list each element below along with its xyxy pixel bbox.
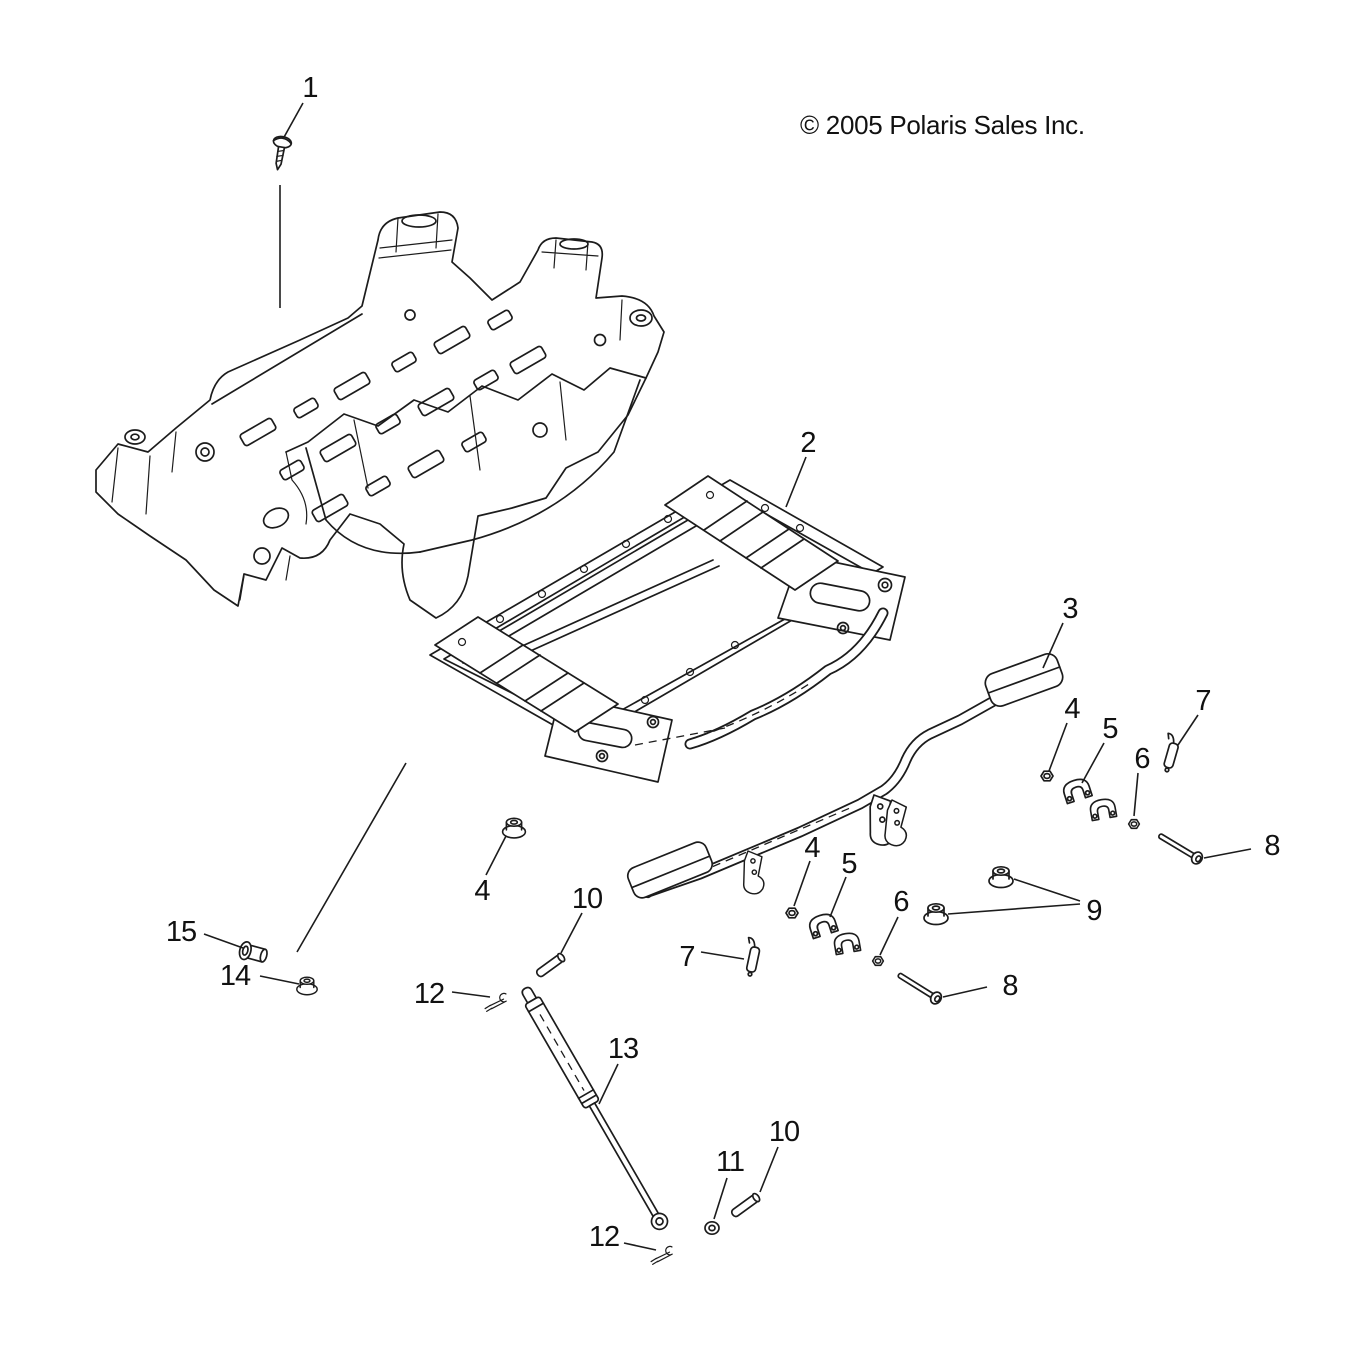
nut-part-4 <box>501 817 527 839</box>
callout-7b: 7 <box>679 941 694 973</box>
box-floor-slots <box>239 309 547 523</box>
leader-line-12b <box>623 1242 657 1251</box>
callout-5: 5 <box>1102 713 1117 745</box>
latch-pin-part-7 <box>1157 732 1182 774</box>
leader-line-1 <box>282 102 304 140</box>
callout-1: 1 <box>302 72 317 104</box>
support-bar-hook-bracket <box>740 850 768 896</box>
box-wall-line <box>419 379 641 553</box>
leader-line-6 <box>1133 772 1139 817</box>
frame-assembly <box>429 475 906 783</box>
callout-9: 9 <box>1086 895 1101 927</box>
leader-line-15 <box>203 933 244 949</box>
leader-line-9 <box>947 903 1081 915</box>
callout-4: 4 <box>1064 693 1080 725</box>
callout-10: 10 <box>572 883 602 915</box>
callout-8: 8 <box>1264 830 1279 862</box>
box-left-corner <box>111 429 177 515</box>
mount-leader-line-14-15 <box>296 762 407 953</box>
gas-spring-part-13 <box>521 986 669 1231</box>
hardware <box>238 135 1206 1269</box>
callout-5b: 5 <box>841 848 856 880</box>
leader-line-8 <box>1203 848 1252 859</box>
leader-line-4b <box>793 860 811 907</box>
clamp-part-5 <box>1088 796 1118 822</box>
callout-10b: 10 <box>769 1116 799 1148</box>
callout-4c: 4 <box>474 875 490 907</box>
leader-line-6b <box>879 916 899 956</box>
leader-line-10b <box>759 1146 779 1193</box>
latch-pin-part-7 <box>739 936 763 978</box>
bushing-part-15 <box>238 941 268 963</box>
box-inner-rim <box>211 313 363 405</box>
frame-rail-hidden-line <box>634 681 813 746</box>
frame-ladder-rear <box>664 475 839 591</box>
leader-line-5b <box>829 876 847 918</box>
callout-14: 14 <box>220 960 251 992</box>
leader-lines <box>203 102 1252 1251</box>
callout-6b: 6 <box>893 886 908 918</box>
box-wall-line <box>305 447 421 555</box>
frame-rim-holes <box>457 490 805 705</box>
flange-nut-part-9 <box>988 865 1014 889</box>
callout-3: 3 <box>1062 593 1077 625</box>
cotter-pin-part-12 <box>484 989 509 1016</box>
box-silhouette <box>95 211 665 619</box>
clamp-part-5 <box>806 910 839 940</box>
leader-line-10 <box>560 912 583 954</box>
leader-line-9 <box>1013 878 1081 902</box>
nut-part-14 <box>296 976 318 996</box>
callout-11: 11 <box>716 1146 744 1178</box>
box-back-post-right <box>541 238 599 271</box>
frame-ladder-front <box>434 616 619 733</box>
callout-12b: 12 <box>589 1221 619 1253</box>
callout-labels: 1 2 3 4 5 6 7 8 9 4 5 6 7 8 4 10 13 15 1… <box>166 72 1281 1253</box>
pin-part-10 <box>729 1191 762 1220</box>
callout-7: 7 <box>1195 685 1210 717</box>
leader-line-5 <box>1081 742 1105 784</box>
callout-12: 12 <box>414 978 444 1010</box>
nut-part-4 <box>1040 770 1054 782</box>
callout-13: 13 <box>608 1033 638 1065</box>
nut-part-6 <box>871 955 885 967</box>
screw-part-1 <box>272 135 293 171</box>
callout-15: 15 <box>166 916 196 948</box>
box-front-rim <box>285 367 647 453</box>
leader-line-3 <box>1042 622 1064 669</box>
nut-part-4 <box>785 907 799 919</box>
leader-line-4 <box>1048 722 1068 772</box>
box-back-post-left <box>378 213 453 259</box>
flange-nut-part-9 <box>923 902 949 926</box>
bolt-part-8 <box>1155 829 1206 867</box>
leader-line-11 <box>713 1177 728 1220</box>
leader-line-4c <box>485 835 507 876</box>
leader-line-2 <box>785 456 807 508</box>
callout-8b: 8 <box>1002 970 1017 1002</box>
cargo-box-bottom <box>95 211 665 619</box>
bolt-part-8 <box>894 968 945 1007</box>
callout-6: 6 <box>1134 743 1149 775</box>
box-floor-holes <box>195 309 607 565</box>
callout-4b: 4 <box>804 832 820 864</box>
leader-line-13 <box>598 1063 619 1105</box>
nut-part-6 <box>1127 818 1141 830</box>
washer-part-11 <box>704 1220 720 1236</box>
clamp-part-5 <box>832 930 862 956</box>
leader-line-12 <box>451 991 491 998</box>
callout-2: 2 <box>800 427 815 459</box>
leader-line-7 <box>1177 714 1199 746</box>
copyright-text: © 2005 Polaris Sales Inc. <box>800 110 1085 140</box>
leader-line-7b <box>700 951 745 960</box>
support-bar-left-strap <box>626 841 714 899</box>
leader-line-8b <box>942 986 988 998</box>
support-bar-right-strap <box>984 652 1064 708</box>
cotter-pin-part-12 <box>650 1242 675 1269</box>
box-right-corner <box>619 299 653 341</box>
box-front-boss <box>262 507 290 529</box>
clamp-part-5 <box>1060 775 1093 805</box>
leader-line-14 <box>259 975 300 985</box>
pin-part-10 <box>534 951 567 980</box>
